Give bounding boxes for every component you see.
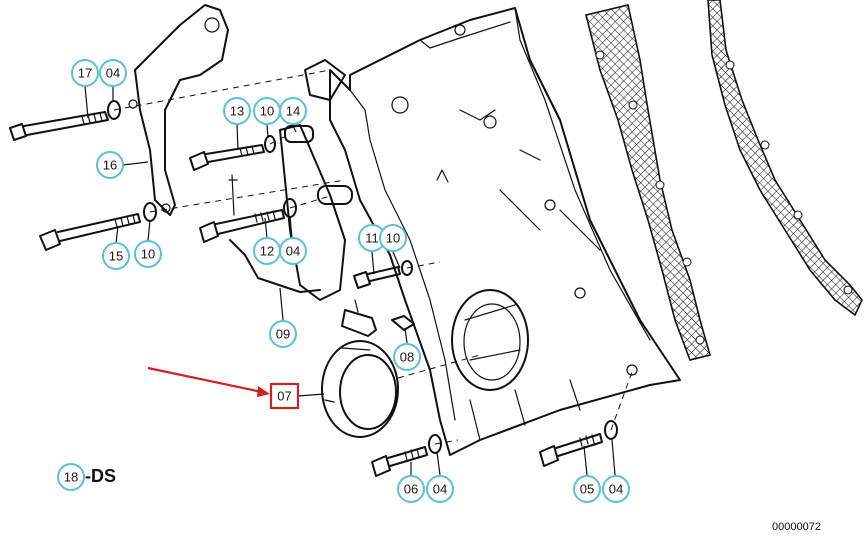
- callout-13-label: 13: [230, 104, 244, 119]
- tensioner-bracket: [279, 124, 353, 301]
- callout-06-label: 06: [404, 482, 418, 497]
- highlight-arrow: [147, 366, 270, 397]
- washer-10a: [264, 135, 276, 153]
- callout-16[interactable]: 16: [96, 151, 124, 179]
- bolt-12: [199, 209, 285, 243]
- callout-15[interactable]: 15: [102, 242, 130, 270]
- callout-08[interactable]: 08: [393, 343, 421, 371]
- callout-10-label: 10: [260, 104, 274, 119]
- washer-04a: [107, 100, 121, 120]
- bolt-11: [353, 266, 401, 289]
- callout-05[interactable]: 05: [573, 475, 601, 503]
- callout-10[interactable]: 10: [253, 97, 281, 125]
- callout-14-label: 14: [286, 104, 300, 119]
- washer-10c: [401, 260, 413, 276]
- washer-04c: [428, 434, 442, 454]
- callout-09[interactable]: 09: [269, 320, 297, 348]
- callout-09-label: 09: [276, 327, 290, 342]
- callout-06[interactable]: 06: [397, 475, 425, 503]
- bracket: [128, 4, 229, 216]
- callout-18-label: 18: [64, 470, 78, 485]
- bolt-08: [391, 315, 415, 331]
- bolt-13: [189, 144, 265, 171]
- drawing-code: 00000072: [772, 521, 821, 533]
- callout-15-label: 15: [109, 249, 123, 264]
- callout-12-label: 12: [260, 244, 274, 259]
- crankshaft-seal: [321, 340, 399, 438]
- callout-14[interactable]: 14: [279, 97, 307, 125]
- ds-suffix: -DS: [85, 466, 116, 486]
- callout-04[interactable]: 04: [602, 475, 630, 503]
- leaders: [84, 85, 616, 476]
- callout-04[interactable]: 04: [279, 237, 307, 265]
- gasket-inner: [585, 4, 711, 361]
- callout-10[interactable]: 10: [134, 240, 162, 268]
- callout-18[interactable]: 18: [57, 463, 85, 491]
- callout-07-highlighted[interactable]: 07: [269, 382, 300, 410]
- alignment-lines: [113, 69, 633, 445]
- bolt-15: [39, 213, 141, 251]
- callout-10-label: 10: [386, 231, 400, 246]
- callout-04-label: 04: [106, 66, 120, 81]
- callout-10[interactable]: 10: [379, 224, 407, 252]
- callout-04-label: 04: [286, 244, 300, 259]
- sensor: [341, 299, 377, 337]
- bolt-06: [371, 446, 428, 477]
- callout-07-label: 07: [277, 389, 291, 404]
- callout-04[interactable]: 04: [99, 59, 127, 87]
- callout-16-label: 16: [103, 158, 117, 173]
- callout-05-label: 05: [580, 482, 594, 497]
- bolt-05: [539, 433, 603, 467]
- callout-04-label: 04: [433, 482, 447, 497]
- sensor-wire: [228, 174, 321, 293]
- bolt-17: [9, 111, 109, 141]
- callout-08-label: 08: [400, 350, 414, 365]
- callout-04[interactable]: 04: [426, 475, 454, 503]
- callout-04-label: 04: [609, 482, 623, 497]
- callout-10-label: 10: [141, 247, 155, 262]
- callout-11-label: 11: [365, 231, 379, 246]
- callout-12[interactable]: 12: [253, 237, 281, 265]
- callout-13[interactable]: 13: [223, 97, 251, 125]
- gasket-outer: [707, 0, 863, 317]
- washer-04d: [604, 420, 618, 440]
- callout-17-label: 17: [78, 66, 92, 81]
- callout-17[interactable]: 17: [71, 59, 99, 87]
